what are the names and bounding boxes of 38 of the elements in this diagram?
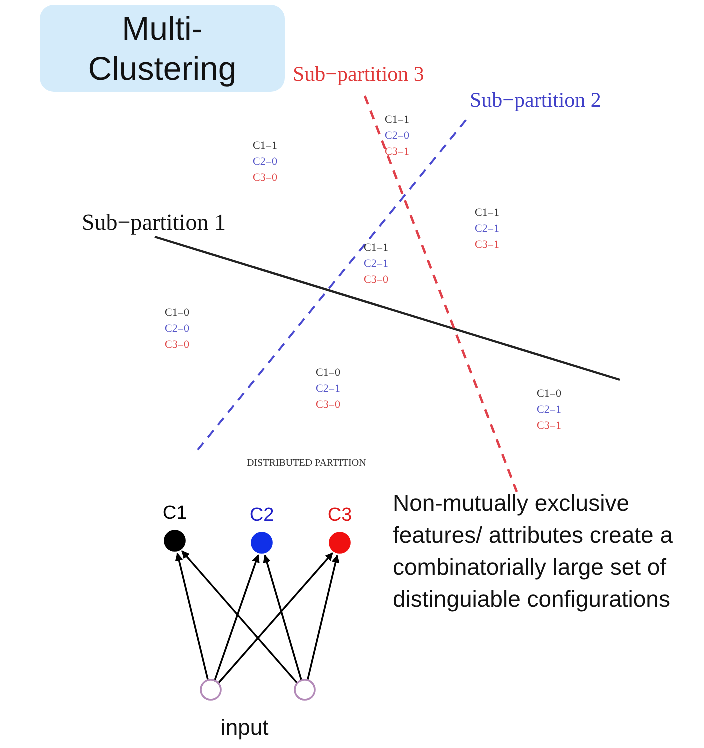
arrow [175, 552, 210, 682]
cluster-value: C3=0 [364, 274, 389, 286]
line-label: Sub−partition 1 [82, 210, 226, 236]
cluster-value: C2=0 [253, 156, 278, 168]
cluster-value: C1=1 [364, 242, 389, 254]
cluster-value: C3=0 [316, 399, 341, 411]
note-text: Non-mutually exclusive features/ attributes create a combinatorially large set of distinguiable configurations [393, 489, 674, 614]
title-box [40, 5, 285, 92]
cluster-value: C2=1 [364, 258, 389, 270]
cluster-value: C2=0 [385, 130, 410, 142]
arrow [214, 554, 260, 682]
cluster-value: C1=0 [165, 307, 190, 319]
arrow [306, 554, 340, 682]
chart-caption: DISTRIBUTED PARTITION [247, 458, 366, 469]
cluster-value: C3=1 [537, 420, 562, 432]
line-label: Sub−partition 2 [470, 88, 602, 113]
cluster-value: C1=1 [253, 140, 278, 152]
cluster-value: C1=1 [385, 114, 410, 126]
cluster-value: C2=1 [475, 223, 500, 235]
line-label: Sub−partition 3 [293, 62, 424, 87]
cluster-value: C1=1 [475, 207, 500, 219]
node-label: C1 [162, 503, 188, 524]
cluster-value: C1=0 [316, 367, 341, 379]
arrow [182, 550, 298, 684]
cluster-value: C3=1 [385, 146, 410, 158]
arrow [263, 554, 303, 682]
cluster-value: C1=0 [537, 388, 562, 400]
input-label: input [221, 715, 269, 741]
cluster-value: C3=0 [165, 339, 190, 351]
cluster-value: C2=1 [537, 404, 562, 416]
cluster-value: C3=1 [475, 239, 500, 251]
cluster-value: C3=0 [253, 172, 278, 184]
node-label: C3 [328, 505, 352, 526]
title-text: Multi- Clustering [87, 8, 238, 88]
arrow [218, 552, 334, 684]
cluster-value: C2=1 [316, 383, 341, 395]
cluster-value: C2=0 [165, 323, 190, 335]
node-label: C2 [250, 505, 274, 526]
